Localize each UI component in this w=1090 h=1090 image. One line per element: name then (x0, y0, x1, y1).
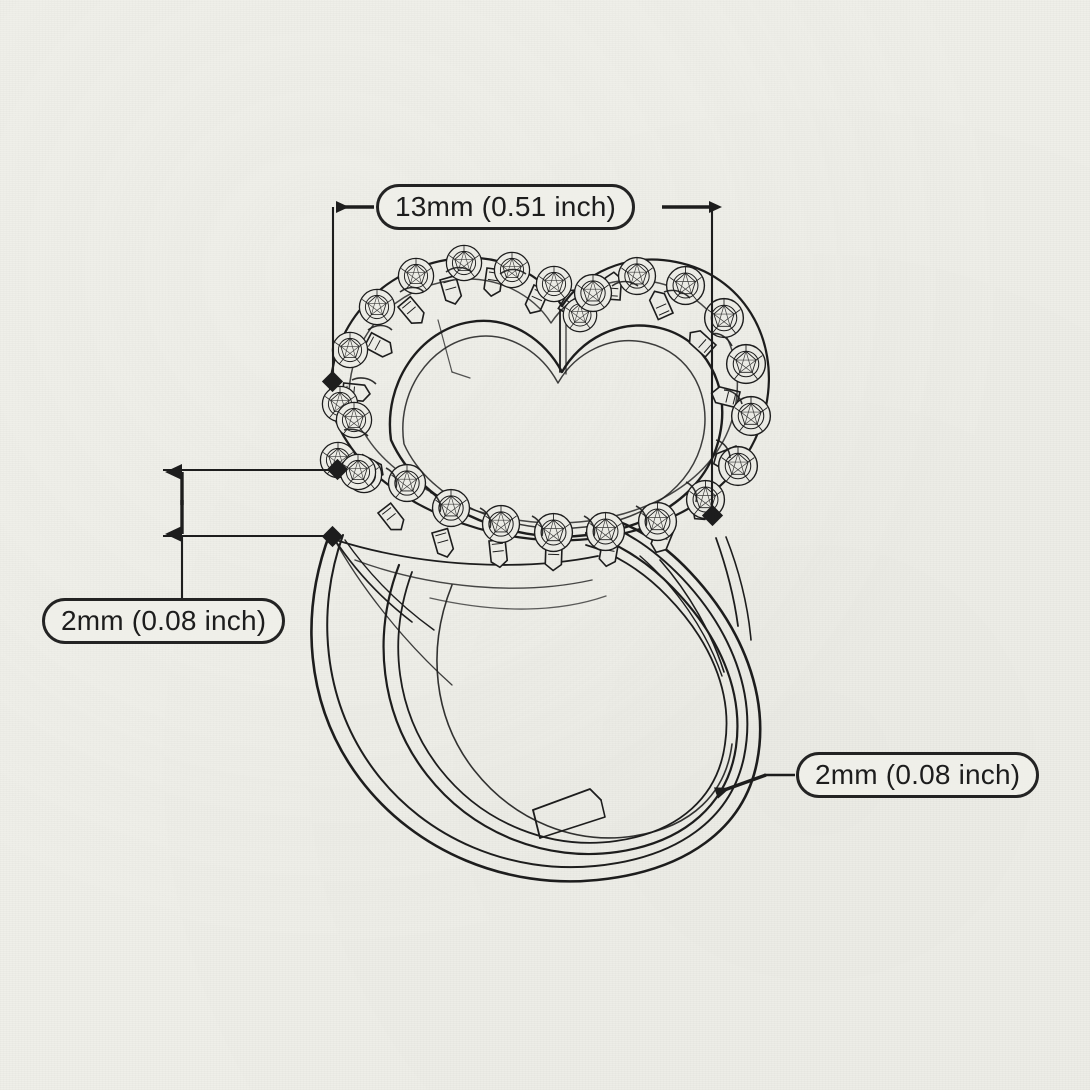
dimension-label-band-thickness: 2mm (0.08 inch) (796, 752, 1040, 798)
width-witness-marker-right (701, 504, 724, 527)
pave-diamond-halo (319, 244, 772, 572)
ring-band-shank (310, 514, 762, 883)
height-witness-marker-bottom (321, 525, 344, 548)
dimension-label-overall-width: 13mm (0.51 inch) (376, 184, 636, 230)
dimension-label-profile-height: 2mm (0.08 inch) (42, 598, 286, 644)
dimension-profile-height (163, 458, 349, 598)
band-leader-arrow (713, 773, 767, 799)
dimension-overall-width (321, 201, 724, 527)
dimension-band-thickness (713, 773, 795, 799)
